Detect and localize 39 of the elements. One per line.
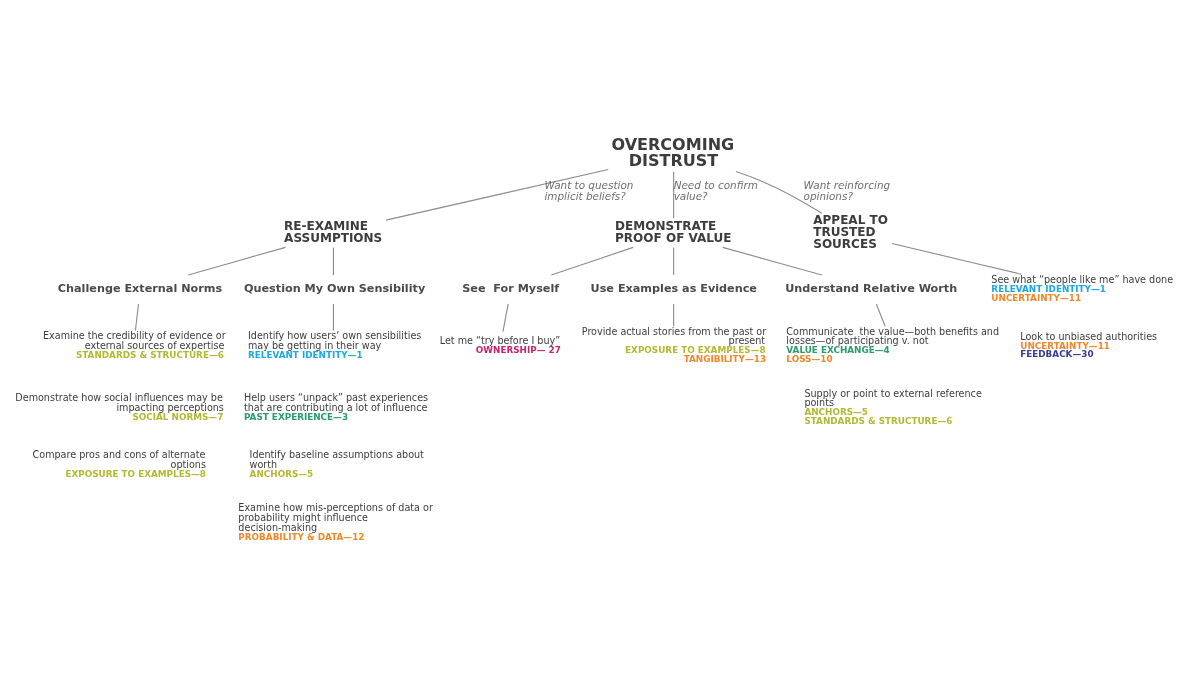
connector xyxy=(673,247,675,276)
node-text: Examine how mis-perceptions of data or probability might influence decision-making PROBABILITY & DATA—12 xyxy=(238,502,433,542)
node-text: RE-EXAMINE ASSUMPTIONS xyxy=(284,218,383,245)
node-text: Question My Own Sensibility xyxy=(243,281,426,295)
connector xyxy=(385,169,609,221)
node-text: Provide actual stories from the past or present EXPOSURE TO EXAMPLES—8 TANGIBILITY—13 xyxy=(581,325,767,365)
node-text: Supply or point to external reference points ANCHORS—5 STANDARDS & STRUCTURE—6 xyxy=(804,387,982,427)
node-text: Identify baseline assumptions about worth ANCHORS—5 xyxy=(249,449,424,480)
connector xyxy=(187,246,286,276)
node-text: DEMONSTRATE PROOF OF VALUE xyxy=(615,218,732,245)
edge-label: Want reinforcing opinions? xyxy=(803,179,891,202)
node-text: Let me “try before I buy” OWNERSHIP— 27 xyxy=(439,335,561,356)
node-text: Look to unbiased authorities UNCERTAINTY—11 FEEDBACK—30 xyxy=(1020,330,1158,360)
connector xyxy=(332,303,334,332)
node-text: Examine the credibility of evidence or external sources of expertise STANDARDS & STRUCTURE—6 xyxy=(43,330,226,360)
node-text: See what “people like me” have done RELEVANT IDENTITY—1 UNCERTAINTY—11 xyxy=(991,273,1174,303)
connector xyxy=(735,171,823,214)
node-text: Use Examples as Evidence xyxy=(590,281,757,295)
node-text: OVERCOMING DISTRUST xyxy=(611,134,735,170)
node-text: Understand Relative Worth xyxy=(785,281,958,295)
edge-label: Need to confirm value? xyxy=(673,179,758,202)
node-text: APPEAL TO TRUSTED SOURCES xyxy=(813,212,888,251)
node-text: Challenge External Norms xyxy=(57,281,223,295)
node-text: See For Myself xyxy=(462,281,560,295)
connector xyxy=(332,247,334,276)
node-text: Identify how users’ own sensibilities may be getting in their way RELEVANT IDENTITY—1 xyxy=(248,330,422,360)
edge-label: Want to question implicit beliefs? xyxy=(544,179,634,202)
connector xyxy=(550,246,634,276)
connector xyxy=(134,303,140,332)
node-text: Compare pros and cons of alternate options EXPOSURE TO EXAMPLES—8 xyxy=(32,449,206,480)
connector xyxy=(673,171,675,219)
node-text: Demonstrate how social influences may be impacting perceptions SOCIAL NORMS—7 xyxy=(15,392,224,422)
connector xyxy=(875,303,886,327)
connector xyxy=(891,242,1022,275)
node-text: Communicate the value—both benefits and losses—of participating v. not VALUE EXCHANGE—4 LOSS—10 xyxy=(786,325,1000,365)
connector xyxy=(673,303,675,327)
connector xyxy=(502,303,509,333)
connector xyxy=(722,246,823,276)
node-text: Help users “unpack” past experiences that are contributing a lot of influence PAST EXPERIENCE—3 xyxy=(243,392,429,422)
